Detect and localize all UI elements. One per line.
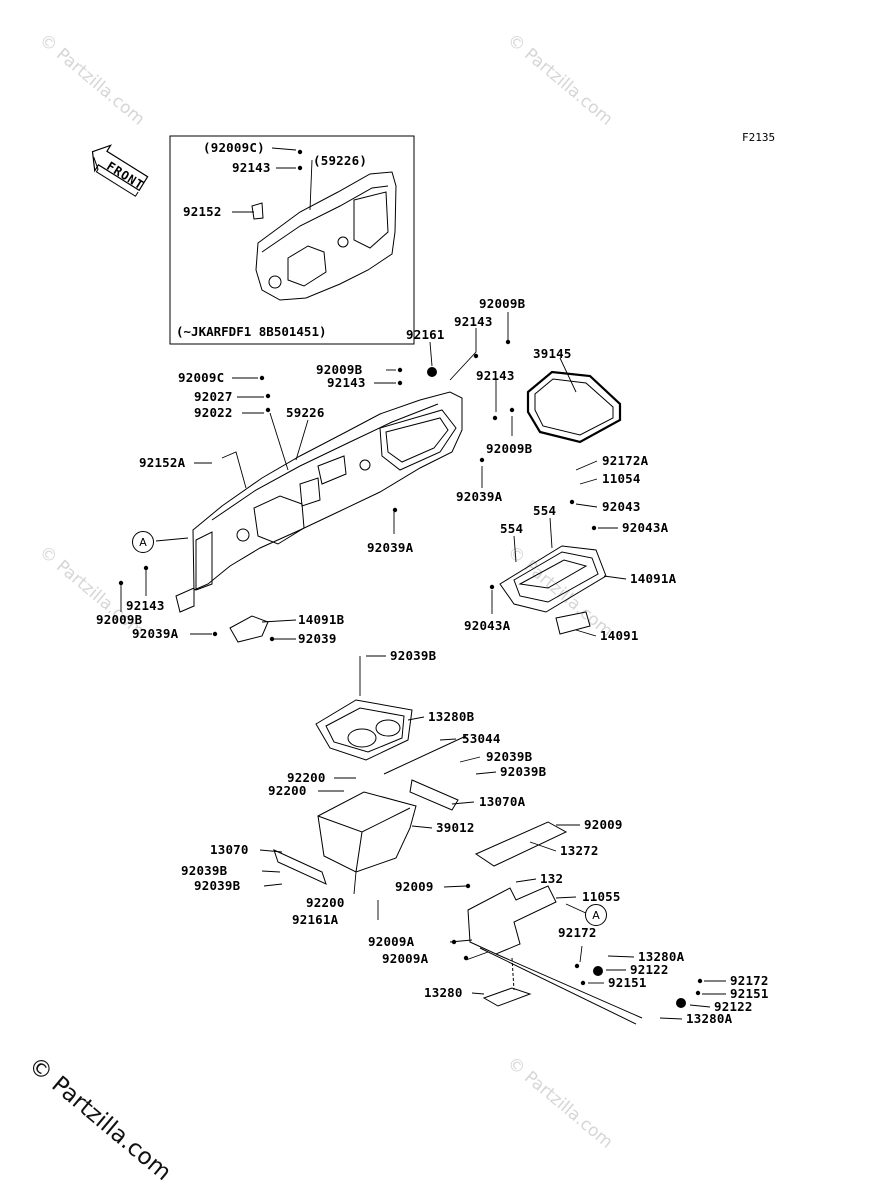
part-label: 92143 bbox=[126, 598, 165, 613]
part-label: (59226) bbox=[313, 153, 368, 168]
part-label: 92200 bbox=[268, 783, 307, 798]
part-label: 92143 bbox=[476, 368, 515, 383]
part-label: 13272 bbox=[560, 843, 599, 858]
callout-reference-a: A bbox=[585, 904, 607, 926]
part-label: 13280 bbox=[424, 985, 463, 1000]
part-label: 92027 bbox=[194, 389, 233, 404]
part-label: 92143 bbox=[232, 160, 271, 175]
part-label: 14091A bbox=[630, 571, 677, 586]
part-label: 92022 bbox=[194, 405, 233, 420]
part-label: 92152 bbox=[183, 204, 222, 219]
part-label: 92039B bbox=[181, 863, 228, 878]
part-label: 92151 bbox=[730, 986, 769, 1001]
part-label: 92009 bbox=[584, 817, 623, 832]
part-label: 14091B bbox=[298, 612, 345, 627]
part-label: 92009B bbox=[479, 296, 526, 311]
inset-serial-range: (~JKARFDF1 8B501451) bbox=[176, 324, 327, 339]
part-label: 92200 bbox=[287, 770, 326, 785]
part-label: 92009A bbox=[382, 951, 429, 966]
part-label: 92039B bbox=[390, 648, 437, 663]
part-label: 92039A bbox=[456, 489, 503, 504]
part-label: 53044 bbox=[462, 731, 501, 746]
part-label: 92039B bbox=[194, 878, 241, 893]
part-label: 92009A bbox=[368, 934, 415, 949]
storage-box-39012 bbox=[317, 791, 417, 873]
part-label: 92039A bbox=[367, 540, 414, 555]
part-label: 92200 bbox=[306, 895, 345, 910]
part-label: 92039A bbox=[132, 626, 179, 641]
part-label: 92009B bbox=[486, 441, 533, 456]
part-label: 13070 bbox=[210, 842, 249, 857]
part-label: 554 bbox=[533, 503, 557, 518]
dash-panel-59226 bbox=[175, 391, 463, 613]
part-label: 92009C bbox=[178, 370, 225, 385]
part-label: 13070A bbox=[479, 794, 526, 809]
part-label: 39012 bbox=[436, 820, 475, 835]
part-label: 92043A bbox=[464, 618, 511, 633]
part-label: 92143 bbox=[454, 314, 493, 329]
part-label: 92161A bbox=[292, 912, 339, 927]
callout-reference-a: A bbox=[132, 531, 154, 553]
part-label: 92143 bbox=[327, 375, 366, 390]
part-label: 92009 bbox=[395, 879, 434, 894]
part-label: 13280B bbox=[428, 709, 475, 724]
part-label: 11054 bbox=[602, 471, 641, 486]
part-label: (92009C) bbox=[203, 140, 265, 155]
part-label: 554 bbox=[500, 521, 524, 536]
part-label: 92152A bbox=[139, 455, 186, 470]
part-label: 92172A bbox=[602, 453, 649, 468]
part-label: 92151 bbox=[608, 975, 647, 990]
frame-bracket-132 bbox=[467, 885, 643, 1025]
part-label: 13280A bbox=[638, 949, 685, 964]
part-label: 92122 bbox=[714, 999, 753, 1014]
console-tray-13280b bbox=[315, 699, 413, 761]
part-label: 92039B bbox=[486, 749, 533, 764]
part-label: 92009B bbox=[96, 612, 143, 627]
part-label: 59226 bbox=[286, 405, 325, 420]
part-label: 92043A bbox=[622, 520, 669, 535]
part-label: 14091 bbox=[600, 628, 639, 643]
inset-dash-panel bbox=[251, 171, 397, 301]
part-label: 92039B bbox=[500, 764, 547, 779]
part-label: 92043 bbox=[602, 499, 641, 514]
front-arrow-icon bbox=[91, 144, 149, 197]
part-label: 92122 bbox=[630, 962, 669, 977]
part-label: 11055 bbox=[582, 889, 621, 904]
figure-id: F2135 bbox=[742, 131, 776, 144]
part-label: 132 bbox=[540, 871, 564, 886]
part-label: 92161 bbox=[406, 327, 445, 342]
part-label: 92009B bbox=[316, 362, 363, 377]
part-label: 39145 bbox=[533, 346, 572, 361]
part-label: 92172 bbox=[730, 973, 769, 988]
part-label: 92172 bbox=[558, 925, 597, 940]
part-label: 92039 bbox=[298, 631, 337, 646]
part-label: 13280A bbox=[686, 1011, 733, 1026]
